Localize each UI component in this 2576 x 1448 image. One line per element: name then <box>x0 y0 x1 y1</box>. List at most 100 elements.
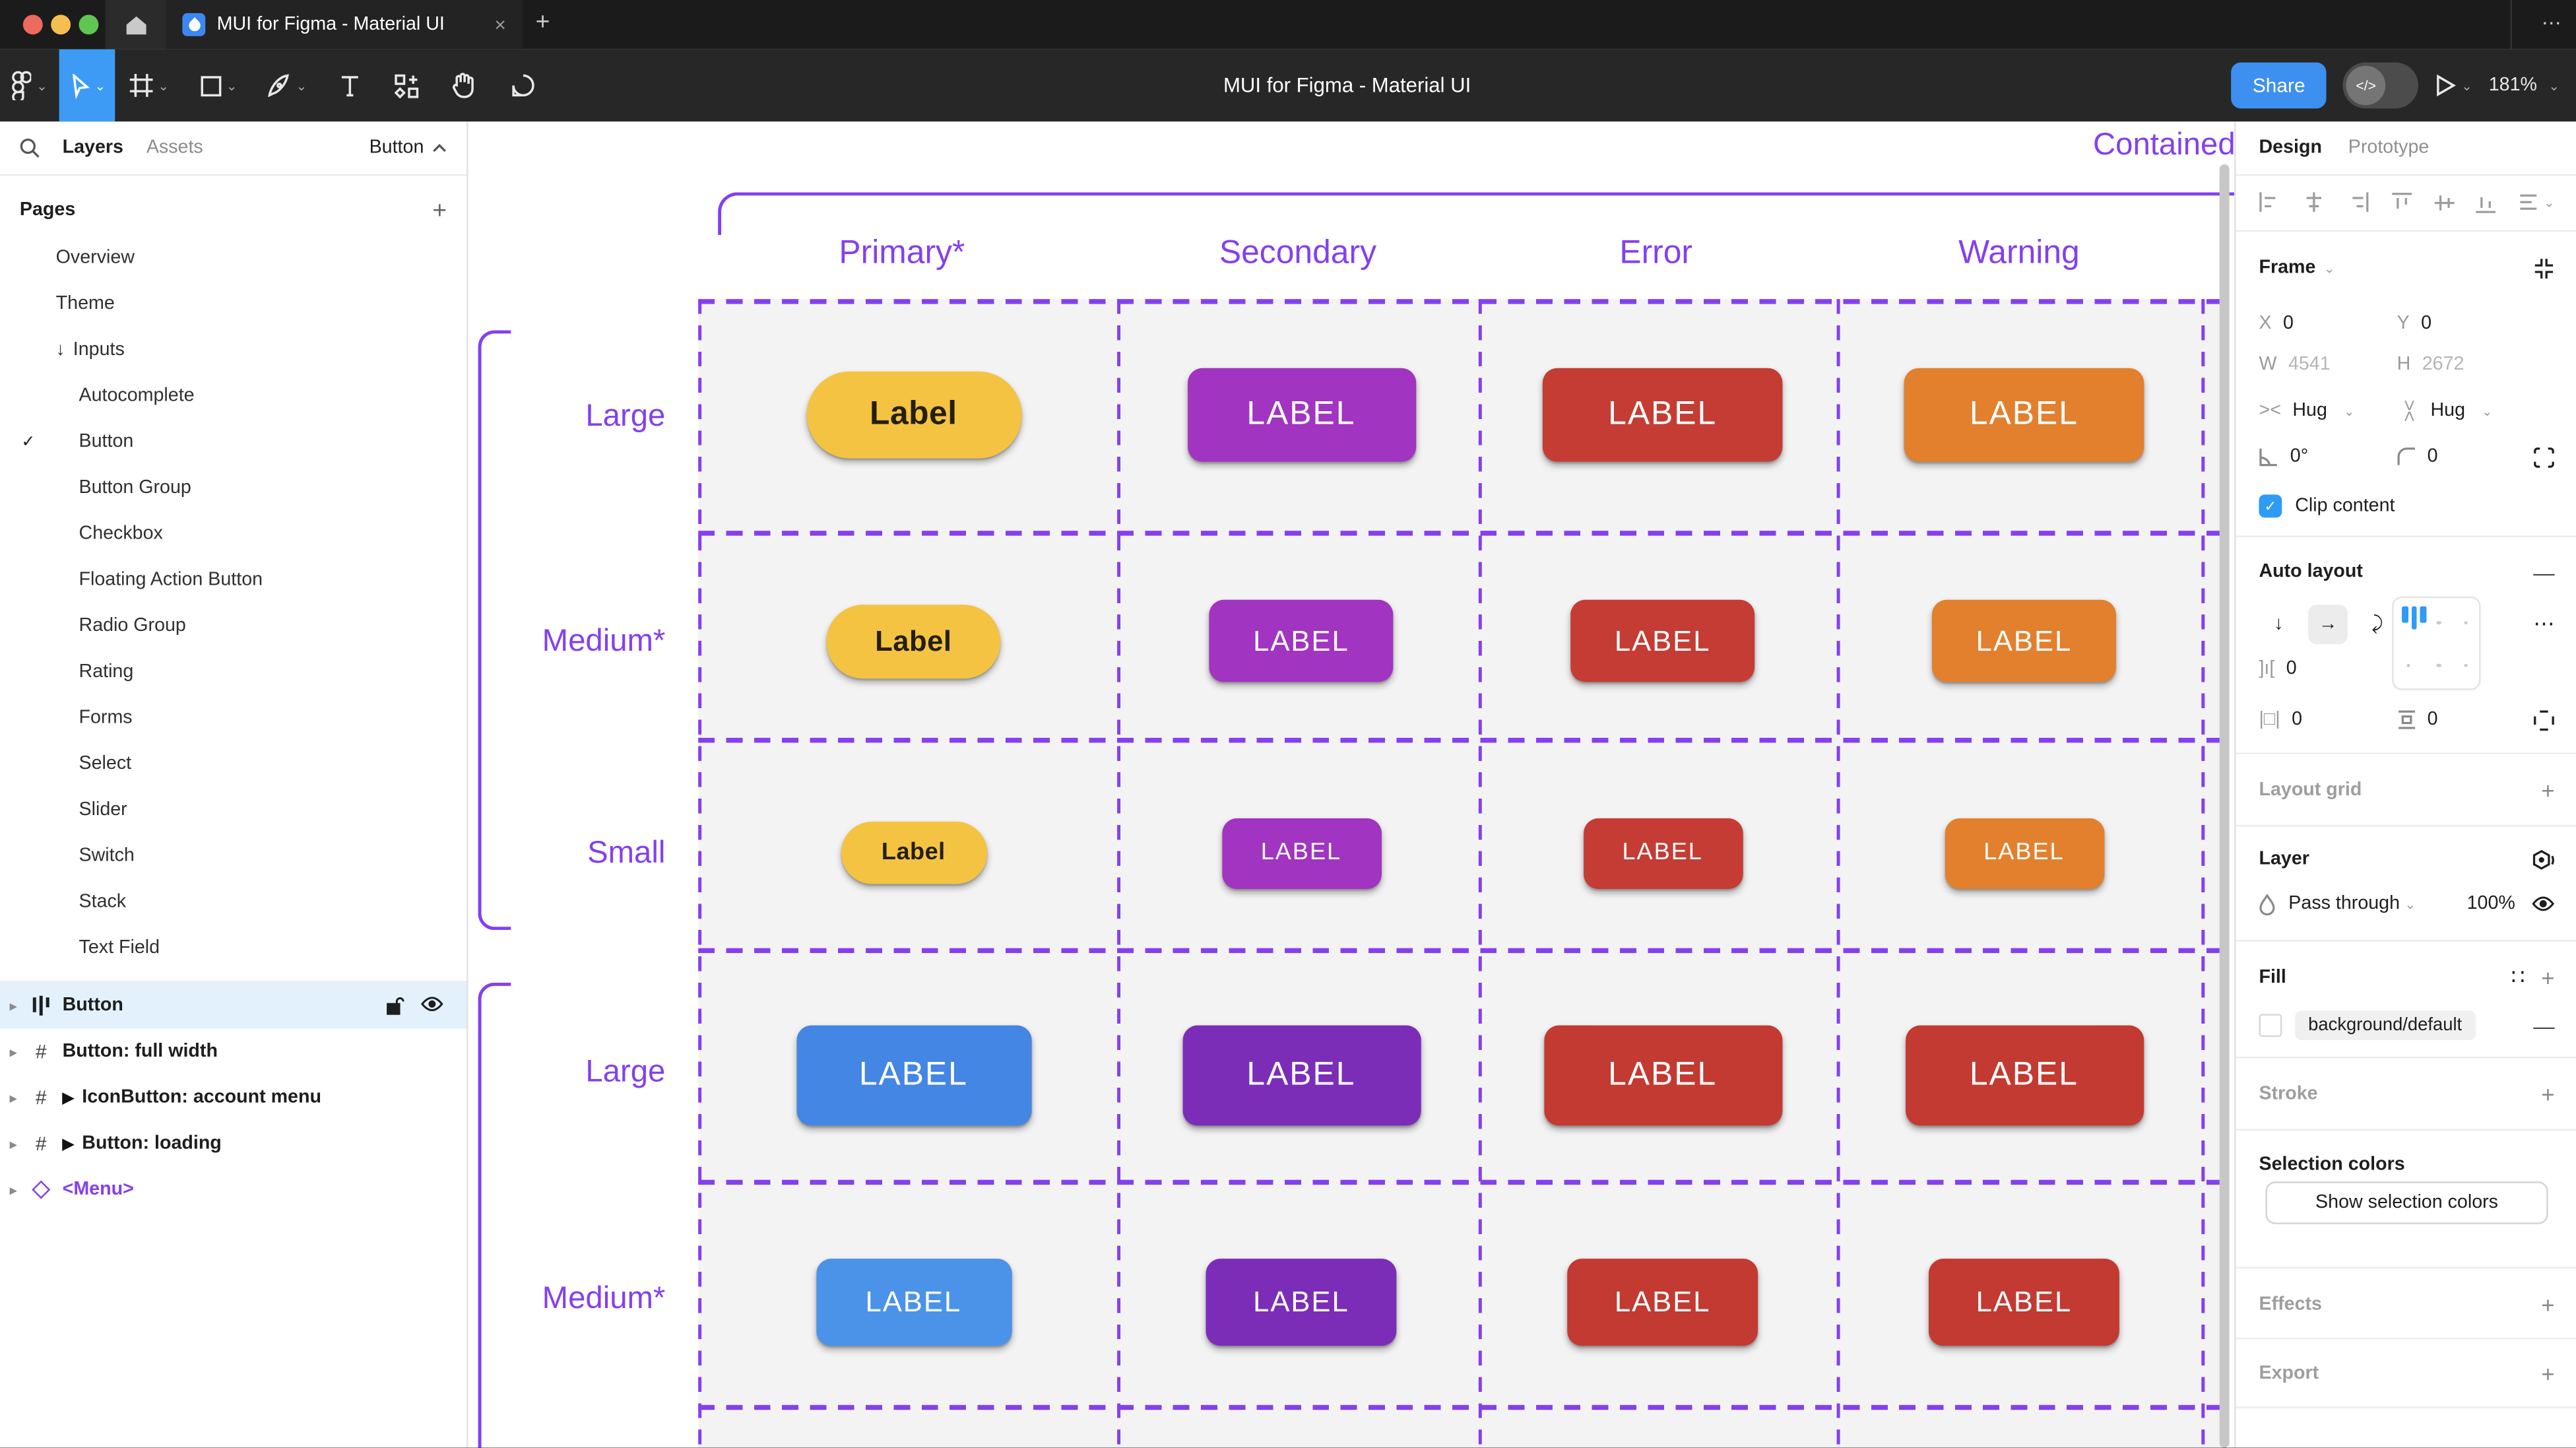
page-item[interactable]: Autocomplete <box>79 386 195 406</box>
corner-radius-input[interactable]: 0 <box>2396 447 2533 467</box>
column-header[interactable]: Secondary <box>1219 235 1376 271</box>
auto-layout-more-button[interactable]: ⋯ <box>2533 611 2555 636</box>
button-variant[interactable]: LABEL <box>1567 1257 1758 1345</box>
minimize-window-button[interactable] <box>51 15 71 35</box>
button-variant[interactable]: LABEL <box>1582 817 1743 888</box>
vertical-sizing-dropdown[interactable]: ><Hug⌄ <box>2398 399 2493 422</box>
clip-content-checkbox[interactable]: ✓ <box>2259 494 2282 518</box>
hand-tool-button[interactable] <box>434 49 493 122</box>
page-item[interactable]: ↓Inputs <box>55 340 125 360</box>
opacity-input[interactable]: 100% <box>2466 894 2515 914</box>
button-variant[interactable]: LABEL <box>1542 367 1783 461</box>
column-header[interactable]: Error <box>1619 235 1693 271</box>
shape-tool-button[interactable]: ⌄ <box>184 49 253 122</box>
layer-row-frame[interactable]: ▸ # Button: full width <box>9 1040 218 1063</box>
page-item[interactable]: Theme <box>55 294 115 314</box>
zoom-level-dropdown[interactable]: 181% ⌄ <box>2488 75 2560 96</box>
frame-name-label[interactable]: Contained <box>2093 128 2235 163</box>
page-item[interactable]: Overview <box>55 247 135 268</box>
add-fill-button[interactable]: + <box>2541 964 2555 991</box>
align-right-icon[interactable] <box>2347 192 2368 213</box>
canvas[interactable]: Contained Primary* Secondary Error Warni… <box>468 121 2235 1448</box>
tab-design[interactable]: Design <box>2259 138 2322 158</box>
button-variant[interactable]: Label <box>826 604 1001 678</box>
button-variant[interactable]: LABEL <box>796 1024 1031 1125</box>
expand-chevron-icon[interactable]: ▸ <box>9 1182 16 1197</box>
page-item[interactable]: Rating <box>79 662 134 682</box>
layer-row-frame[interactable]: ▸ # ▶ Button: loading <box>9 1132 222 1156</box>
button-variant[interactable]: LABEL <box>1209 599 1394 682</box>
layer-row-frame[interactable]: ▸ # ▶ IconButton: account menu <box>9 1086 321 1109</box>
button-variant[interactable]: LABEL <box>1904 367 2144 461</box>
expand-chevron-icon[interactable]: ▸ <box>9 1136 16 1152</box>
layer-visibility-icon[interactable] <box>2532 896 2555 912</box>
canvas-scrollbar[interactable] <box>2219 164 2230 1448</box>
align-bottom-icon[interactable] <box>2476 191 2496 213</box>
tab-assets[interactable]: Assets <box>146 138 203 158</box>
layout-direction-vertical[interactable]: ↓ <box>2274 614 2284 635</box>
item-spacing-input[interactable]: ]ı[0 <box>2259 659 2297 679</box>
page-item[interactable]: Select <box>79 754 132 774</box>
align-top-icon[interactable] <box>2391 191 2412 213</box>
page-item-selected[interactable]: ✓Button <box>21 432 134 452</box>
layer-row-button[interactable]: ▸ Button <box>0 982 467 1029</box>
align-vertical-center-icon[interactable] <box>2433 191 2454 213</box>
page-item[interactable]: Radio Group <box>79 616 186 636</box>
fill-variable-chip[interactable]: background/default <box>2295 1010 2476 1041</box>
close-window-button[interactable] <box>22 15 43 35</box>
window-more-button[interactable]: ⋯ <box>2541 11 2563 35</box>
column-header[interactable]: Warning <box>1958 235 2080 271</box>
show-selection-colors-button[interactable]: Show selection colors <box>2265 1181 2548 1224</box>
button-variant[interactable]: Label <box>840 821 987 884</box>
button-variant[interactable]: LABEL <box>1932 599 2116 682</box>
pen-tool-button[interactable]: ⌄ <box>253 49 322 122</box>
row-header[interactable]: Large <box>585 1055 666 1090</box>
button-variant[interactable]: LABEL <box>1182 1024 1421 1125</box>
layout-direction-horizontal-selected[interactable]: → <box>2308 605 2348 645</box>
present-button[interactable]: ⌄ <box>2435 74 2472 97</box>
independent-padding-icon[interactable] <box>2533 709 2554 730</box>
frame-tool-button[interactable]: ⌄ <box>115 49 184 122</box>
home-tab[interactable] <box>105 0 166 49</box>
page-item[interactable]: Switch <box>79 846 135 867</box>
dev-mode-toggle[interactable]: </> <box>2342 62 2419 109</box>
expand-chevron-icon[interactable]: ▸ <box>9 1044 16 1059</box>
page-selector[interactable]: Button <box>370 138 447 158</box>
tab-prototype[interactable]: Prototype <box>2348 138 2430 158</box>
add-export-button[interactable]: + <box>2541 1360 2555 1387</box>
maximize-window-button[interactable] <box>79 15 99 35</box>
close-tab-icon[interactable]: × <box>494 13 506 36</box>
blend-mode-icon[interactable] <box>2532 849 2555 870</box>
align-horizontal-center-icon[interactable] <box>2303 192 2324 213</box>
page-item[interactable]: Button Group <box>79 478 191 498</box>
move-tool-button[interactable]: ⌄ <box>59 49 115 122</box>
page-item[interactable]: Checkbox <box>79 524 163 544</box>
visible-eye-icon[interactable] <box>420 996 443 1012</box>
button-variant[interactable]: LABEL <box>1186 367 1415 461</box>
layout-wrap[interactable]: ⤸ <box>2371 613 2383 634</box>
independent-corners-icon[interactable] <box>2533 446 2554 467</box>
share-button[interactable]: Share <box>2231 62 2327 109</box>
remove-auto-layout-button[interactable]: — <box>2533 559 2555 585</box>
document-tab[interactable]: MUI for Figma - Material UI × <box>166 0 523 49</box>
add-stroke-button[interactable]: + <box>2541 1081 2555 1108</box>
main-menu-button[interactable]: ⌄ <box>0 49 59 122</box>
button-variant[interactable]: LABEL <box>1206 1257 1397 1345</box>
button-variant[interactable]: LABEL <box>1543 1024 1782 1125</box>
blend-mode-dropdown[interactable]: Pass through <box>2288 894 2400 914</box>
comment-tool-button[interactable] <box>493 49 552 122</box>
fill-styles-icon[interactable]: ∷ <box>2511 964 2525 989</box>
row-header[interactable]: Medium* <box>542 624 666 659</box>
unlock-icon[interactable] <box>386 996 404 1016</box>
expand-chevron-icon[interactable]: ▸ <box>9 1090 16 1105</box>
button-variant[interactable]: LABEL <box>1944 817 2104 888</box>
column-header[interactable]: Primary* <box>839 235 965 271</box>
vertical-padding-input[interactable]: 0 <box>2396 710 2533 729</box>
page-item[interactable]: Forms <box>79 708 133 728</box>
button-variant[interactable]: LABEL <box>1221 817 1381 888</box>
horizontal-padding-input[interactable]: |□|0 <box>2259 709 2303 730</box>
